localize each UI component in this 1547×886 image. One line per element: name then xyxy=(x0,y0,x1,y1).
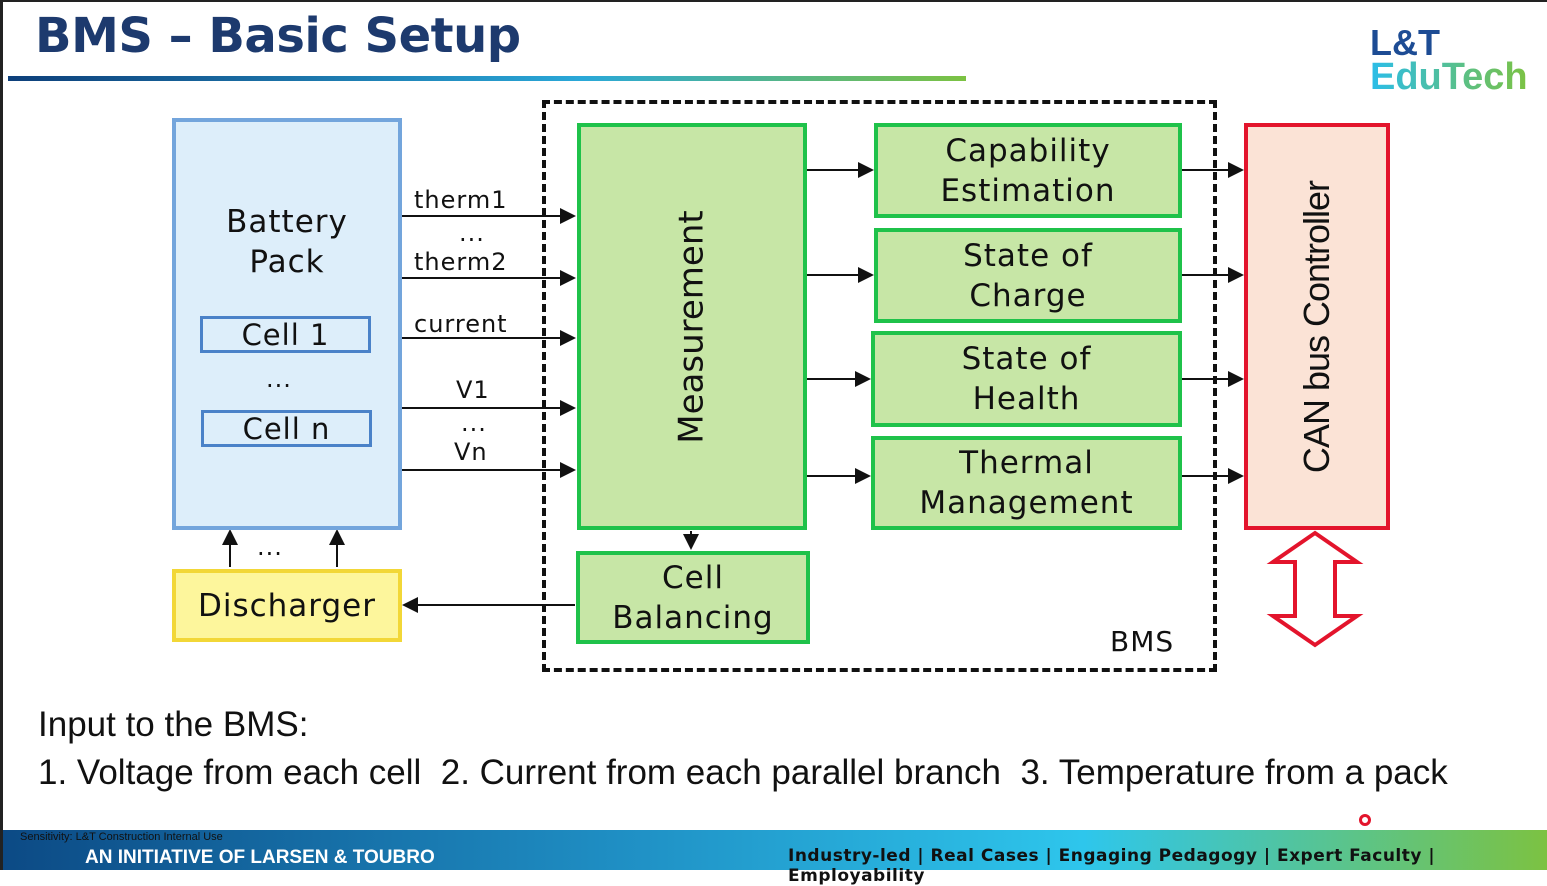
logo-line1: L&T xyxy=(1370,22,1440,63)
footer-initiative: AN INITIATIVE OF LARSEN & TOUBRO xyxy=(85,847,435,868)
signal-current: current xyxy=(414,310,508,338)
state-of-charge-box: State of Charge xyxy=(874,228,1182,323)
discharger-ellipsis: ... xyxy=(257,533,283,561)
thermal-management-box: Thermal Management xyxy=(871,436,1182,530)
can-bus-controller-box: CAN bus Controller xyxy=(1244,123,1390,530)
bms-label: BMS xyxy=(1110,625,1175,658)
cell-balancing-label: Cell Balancing xyxy=(612,559,774,636)
laser-pointer-icon xyxy=(1359,814,1371,826)
can-bus-controller-label: CAN bus Controller xyxy=(1296,180,1337,473)
capability-estimation-label: Capability Estimation xyxy=(940,132,1116,209)
capability-estimation-box: Capability Estimation xyxy=(874,123,1182,218)
signal-ellipsis-2: ... xyxy=(461,409,487,437)
logo-line2: EduTech xyxy=(1370,56,1528,98)
battery-pack-label: Battery Pack xyxy=(226,204,348,280)
cell-1-box: Cell 1 xyxy=(200,316,371,353)
bms-boundary xyxy=(542,100,1217,672)
sensitivity-label: Sensitivity: L&T Construction Internal U… xyxy=(20,831,223,843)
window-edge-top xyxy=(0,0,1547,2)
discharger-box: Discharger xyxy=(172,569,402,642)
title-underline xyxy=(8,76,966,81)
state-of-charge-label: State of Charge xyxy=(963,237,1093,314)
signal-v1: V1 xyxy=(456,376,490,404)
footer-tagline: Industry-led | Real Cases | Engaging Ped… xyxy=(788,846,1436,886)
input-list: 1. Voltage from each cell 2. Current fro… xyxy=(38,753,1448,792)
window-edge xyxy=(0,0,3,870)
signal-ellipsis-1: ... xyxy=(459,219,485,247)
signal-therm1: therm1 xyxy=(414,186,508,214)
signal-vn: Vn xyxy=(454,438,488,466)
measurement-box: Measurement xyxy=(577,123,807,530)
slide-title: BMS – Basic Setup xyxy=(35,8,521,64)
state-of-health-label: State of Health xyxy=(961,341,1092,417)
signal-therm2: therm2 xyxy=(414,248,508,276)
cells-ellipsis: ... xyxy=(266,365,292,393)
cell-n-box: Cell n xyxy=(201,410,372,447)
footer-bar xyxy=(3,830,1547,870)
cell-balancing-box: Cell Balancing xyxy=(576,551,810,644)
measurement-label: Measurement xyxy=(672,209,713,444)
input-heading: Input to the BMS: xyxy=(38,705,309,744)
lt-edutech-logo: L&T EduTech xyxy=(1370,22,1528,98)
state-of-health-box: State of Health xyxy=(871,331,1182,427)
bidirectional-arrow-icon xyxy=(1266,530,1364,648)
thermal-management-label: Thermal Management xyxy=(919,445,1134,521)
